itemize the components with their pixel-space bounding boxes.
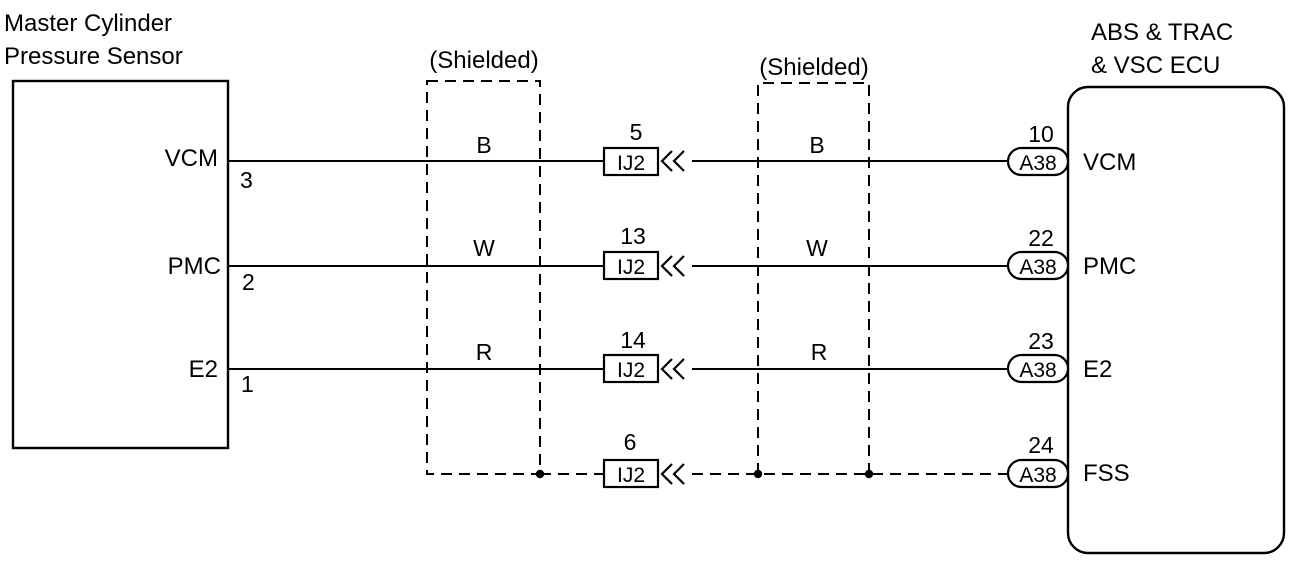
wire-color-left: B [476, 132, 491, 158]
wire-e2: R R 14 IJ2 A38 [229, 327, 1070, 384]
sensor-pin-label-e2: E2 [189, 356, 218, 383]
wire-pmc: W W 13 IJ2 A38 [229, 223, 1070, 281]
shield-label-right: (Shielded) [759, 54, 868, 81]
ecu-pin-number-e2: 23 [1028, 328, 1054, 354]
wire-fss: 6 IJ2 A38 [602, 429, 1070, 489]
ecu-connector-label: A38 [1019, 359, 1056, 382]
junction-connector-label: IJ2 [617, 359, 645, 382]
ecu-connector [1006, 146, 1070, 177]
wire-color-right: R [811, 339, 828, 365]
junction-connector [602, 353, 660, 384]
sensor-pin-label-vcm: VCM [165, 145, 218, 172]
shield-junction-dot [864, 469, 874, 479]
ecu-title-line2: & VSC ECU [1091, 52, 1220, 79]
wire-color-left: W [473, 235, 495, 261]
sensor-component: Master Cylinder Pressure Sensor VCM 3 PM… [4, 10, 255, 450]
ecu-title-line1: ABS & TRAC [1091, 19, 1233, 46]
junction-connector-label: IJ2 [617, 256, 645, 279]
ecu-pin-label-pmc: PMC [1083, 253, 1136, 280]
ecu-pin-label-vcm: VCM [1083, 149, 1136, 176]
ecu-pin-label-fss: FSS [1083, 460, 1130, 487]
junction-connector [602, 250, 660, 281]
shield-box-left [426, 80, 541, 475]
ecu-box [1066, 85, 1286, 555]
ecu-connector [1006, 353, 1070, 384]
sensor-title-line1: Master Cylinder [4, 10, 172, 37]
junction-pin-number: 14 [620, 327, 646, 353]
sensor-title-line2: Pressure Sensor [4, 43, 183, 70]
connector-chevron-icon [672, 463, 685, 485]
junction-pin-number: 5 [630, 119, 643, 145]
ecu-pin-number-vcm: 10 [1028, 121, 1054, 147]
connector-chevron-icon [660, 463, 673, 485]
ecu-pin-label-e2: E2 [1083, 356, 1112, 383]
wire-color-left: R [476, 339, 493, 365]
shield-label-left: (Shielded) [429, 47, 538, 74]
junction-connector [602, 146, 660, 177]
ecu-pin-number-fss: 24 [1028, 432, 1054, 458]
junction-pin-number: 6 [624, 429, 637, 455]
connector-chevron-icon [672, 150, 685, 172]
shield-group: (Shielded) (Shielded) [426, 47, 1008, 479]
connector-chevron-icon [660, 150, 673, 172]
shield-junction-dot [535, 469, 545, 479]
shield-junction-dot [753, 469, 763, 479]
connector-chevron-icon [672, 358, 685, 380]
ecu-connector [1006, 250, 1070, 281]
junction-connector-label: IJ2 [617, 464, 645, 487]
junction-connector [602, 458, 660, 489]
connector-chevron-icon [660, 358, 673, 380]
connector-chevron-icon [672, 255, 685, 277]
sensor-pin-number-vcm: 3 [240, 167, 253, 193]
ecu-connector-label: A38 [1019, 152, 1056, 175]
connector-chevron-icon [660, 255, 673, 277]
wire-color-right: B [809, 132, 824, 158]
ecu-pin-number-pmc: 22 [1028, 225, 1054, 251]
ecu-connector-label: A38 [1019, 464, 1056, 487]
ecu-component: ABS & TRAC & VSC ECU VCM PMC E2 FSS 10 2… [1028, 19, 1286, 555]
sensor-box [11, 79, 230, 450]
ecu-connector [1006, 458, 1070, 489]
junction-connector-label: IJ2 [617, 152, 645, 175]
wire-color-right: W [806, 235, 828, 261]
sensor-pin-number-pmc: 2 [242, 269, 255, 295]
sensor-pin-label-pmc: PMC [168, 253, 221, 280]
wire-vcm: B B 5 IJ2 A38 [229, 119, 1070, 177]
ecu-connector-label: A38 [1019, 256, 1056, 279]
junction-pin-number: 13 [620, 223, 646, 249]
sensor-pin-number-e2: 1 [241, 371, 254, 397]
